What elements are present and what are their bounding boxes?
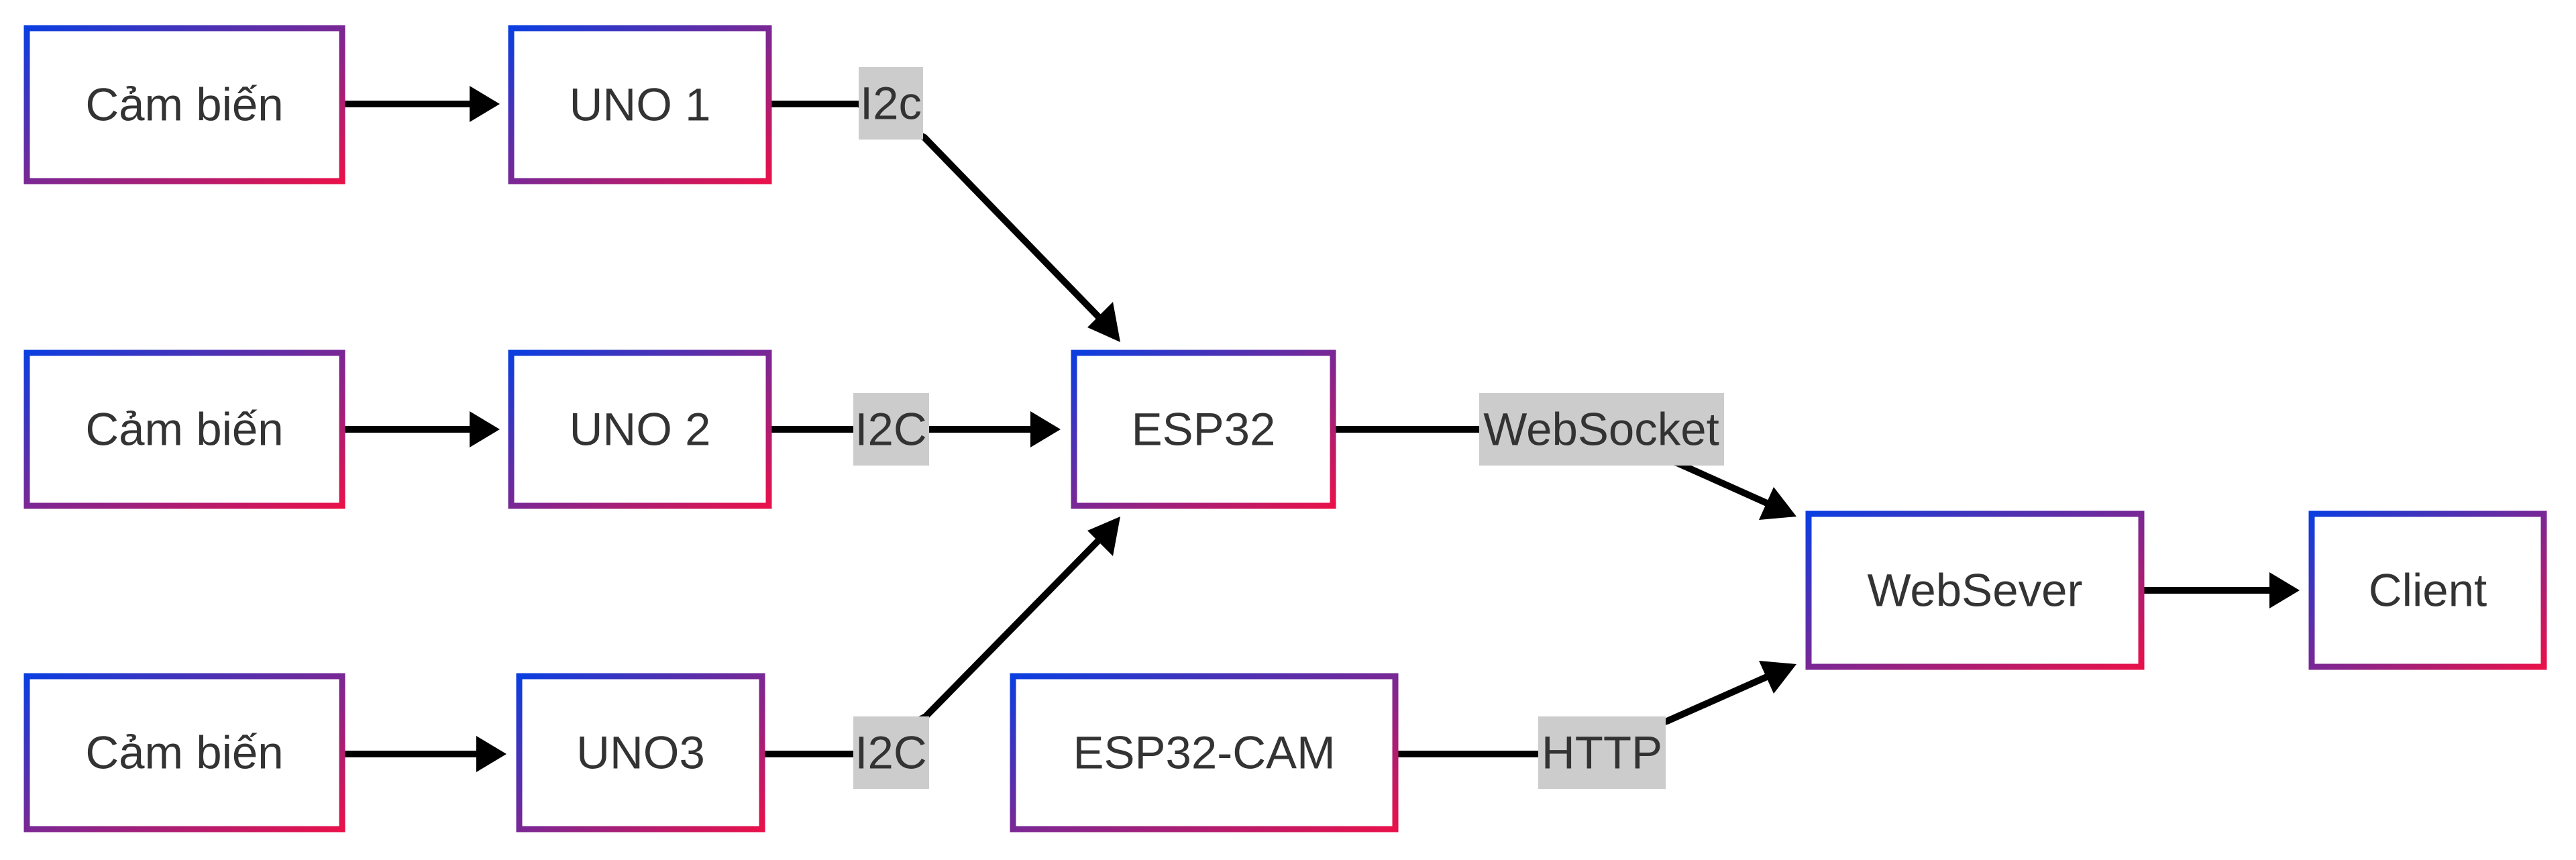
edge-label-text: WebSocket bbox=[1483, 404, 1719, 455]
node-uno-2[interactable]: UNO 2 bbox=[508, 350, 772, 509]
node-label: WebSever bbox=[1868, 565, 2083, 616]
node-label: UNO 1 bbox=[570, 79, 711, 131]
node-label: Cảm biến bbox=[85, 79, 283, 131]
nodes: Cảm biến UNO 1 Cảm biến UNO 2 Cảm biến U… bbox=[23, 25, 2547, 832]
edge-label-text: I2C bbox=[855, 727, 926, 779]
edge-label-text: I2C bbox=[855, 404, 926, 455]
edge-labels: I2c I2C I2C WebSocket HTTP bbox=[853, 67, 1724, 789]
node-label: Cảm biến bbox=[85, 727, 283, 779]
edge-sensor1-uno1 bbox=[343, 86, 500, 122]
node-label: UNO3 bbox=[576, 727, 705, 779]
node-label: ESP32 bbox=[1132, 404, 1276, 455]
node-webserver[interactable]: WebSever bbox=[1805, 510, 2145, 670]
edge-label-uno1-esp32: I2c bbox=[859, 67, 923, 140]
edge-label-text: I2c bbox=[860, 78, 922, 129]
edge-sensor3-uno3 bbox=[343, 736, 506, 772]
node-uno-3[interactable]: UNO3 bbox=[516, 673, 765, 832]
edge-label-esp32-webserver: WebSocket bbox=[1479, 393, 1724, 466]
node-label: UNO 2 bbox=[570, 404, 711, 455]
node-sensor-3[interactable]: Cảm biến bbox=[23, 673, 345, 832]
edge-label-uno3-esp32: I2C bbox=[853, 716, 929, 789]
edge-webserver-client bbox=[2143, 572, 2300, 608]
node-label: Cảm biến bbox=[85, 404, 283, 455]
node-sensor-2[interactable]: Cảm biến bbox=[23, 350, 345, 509]
node-client[interactable]: Client bbox=[2308, 510, 2547, 670]
edge-label-uno2-esp32: I2C bbox=[853, 393, 929, 466]
node-label: Client bbox=[2369, 565, 2487, 616]
node-uno-1[interactable]: UNO 1 bbox=[508, 25, 772, 184]
edge-label-esp32cam-webserver: HTTP bbox=[1538, 716, 1666, 789]
edge-uno1-esp32 bbox=[770, 101, 1120, 342]
edge-label-text: HTTP bbox=[1542, 727, 1662, 779]
node-esp32[interactable]: ESP32 bbox=[1071, 350, 1336, 509]
node-esp32-cam[interactable]: ESP32-CAM bbox=[1010, 673, 1399, 832]
edge-sensor2-uno2 bbox=[343, 411, 500, 447]
node-sensor-1[interactable]: Cảm biến bbox=[23, 25, 345, 184]
node-label: ESP32-CAM bbox=[1073, 727, 1335, 779]
